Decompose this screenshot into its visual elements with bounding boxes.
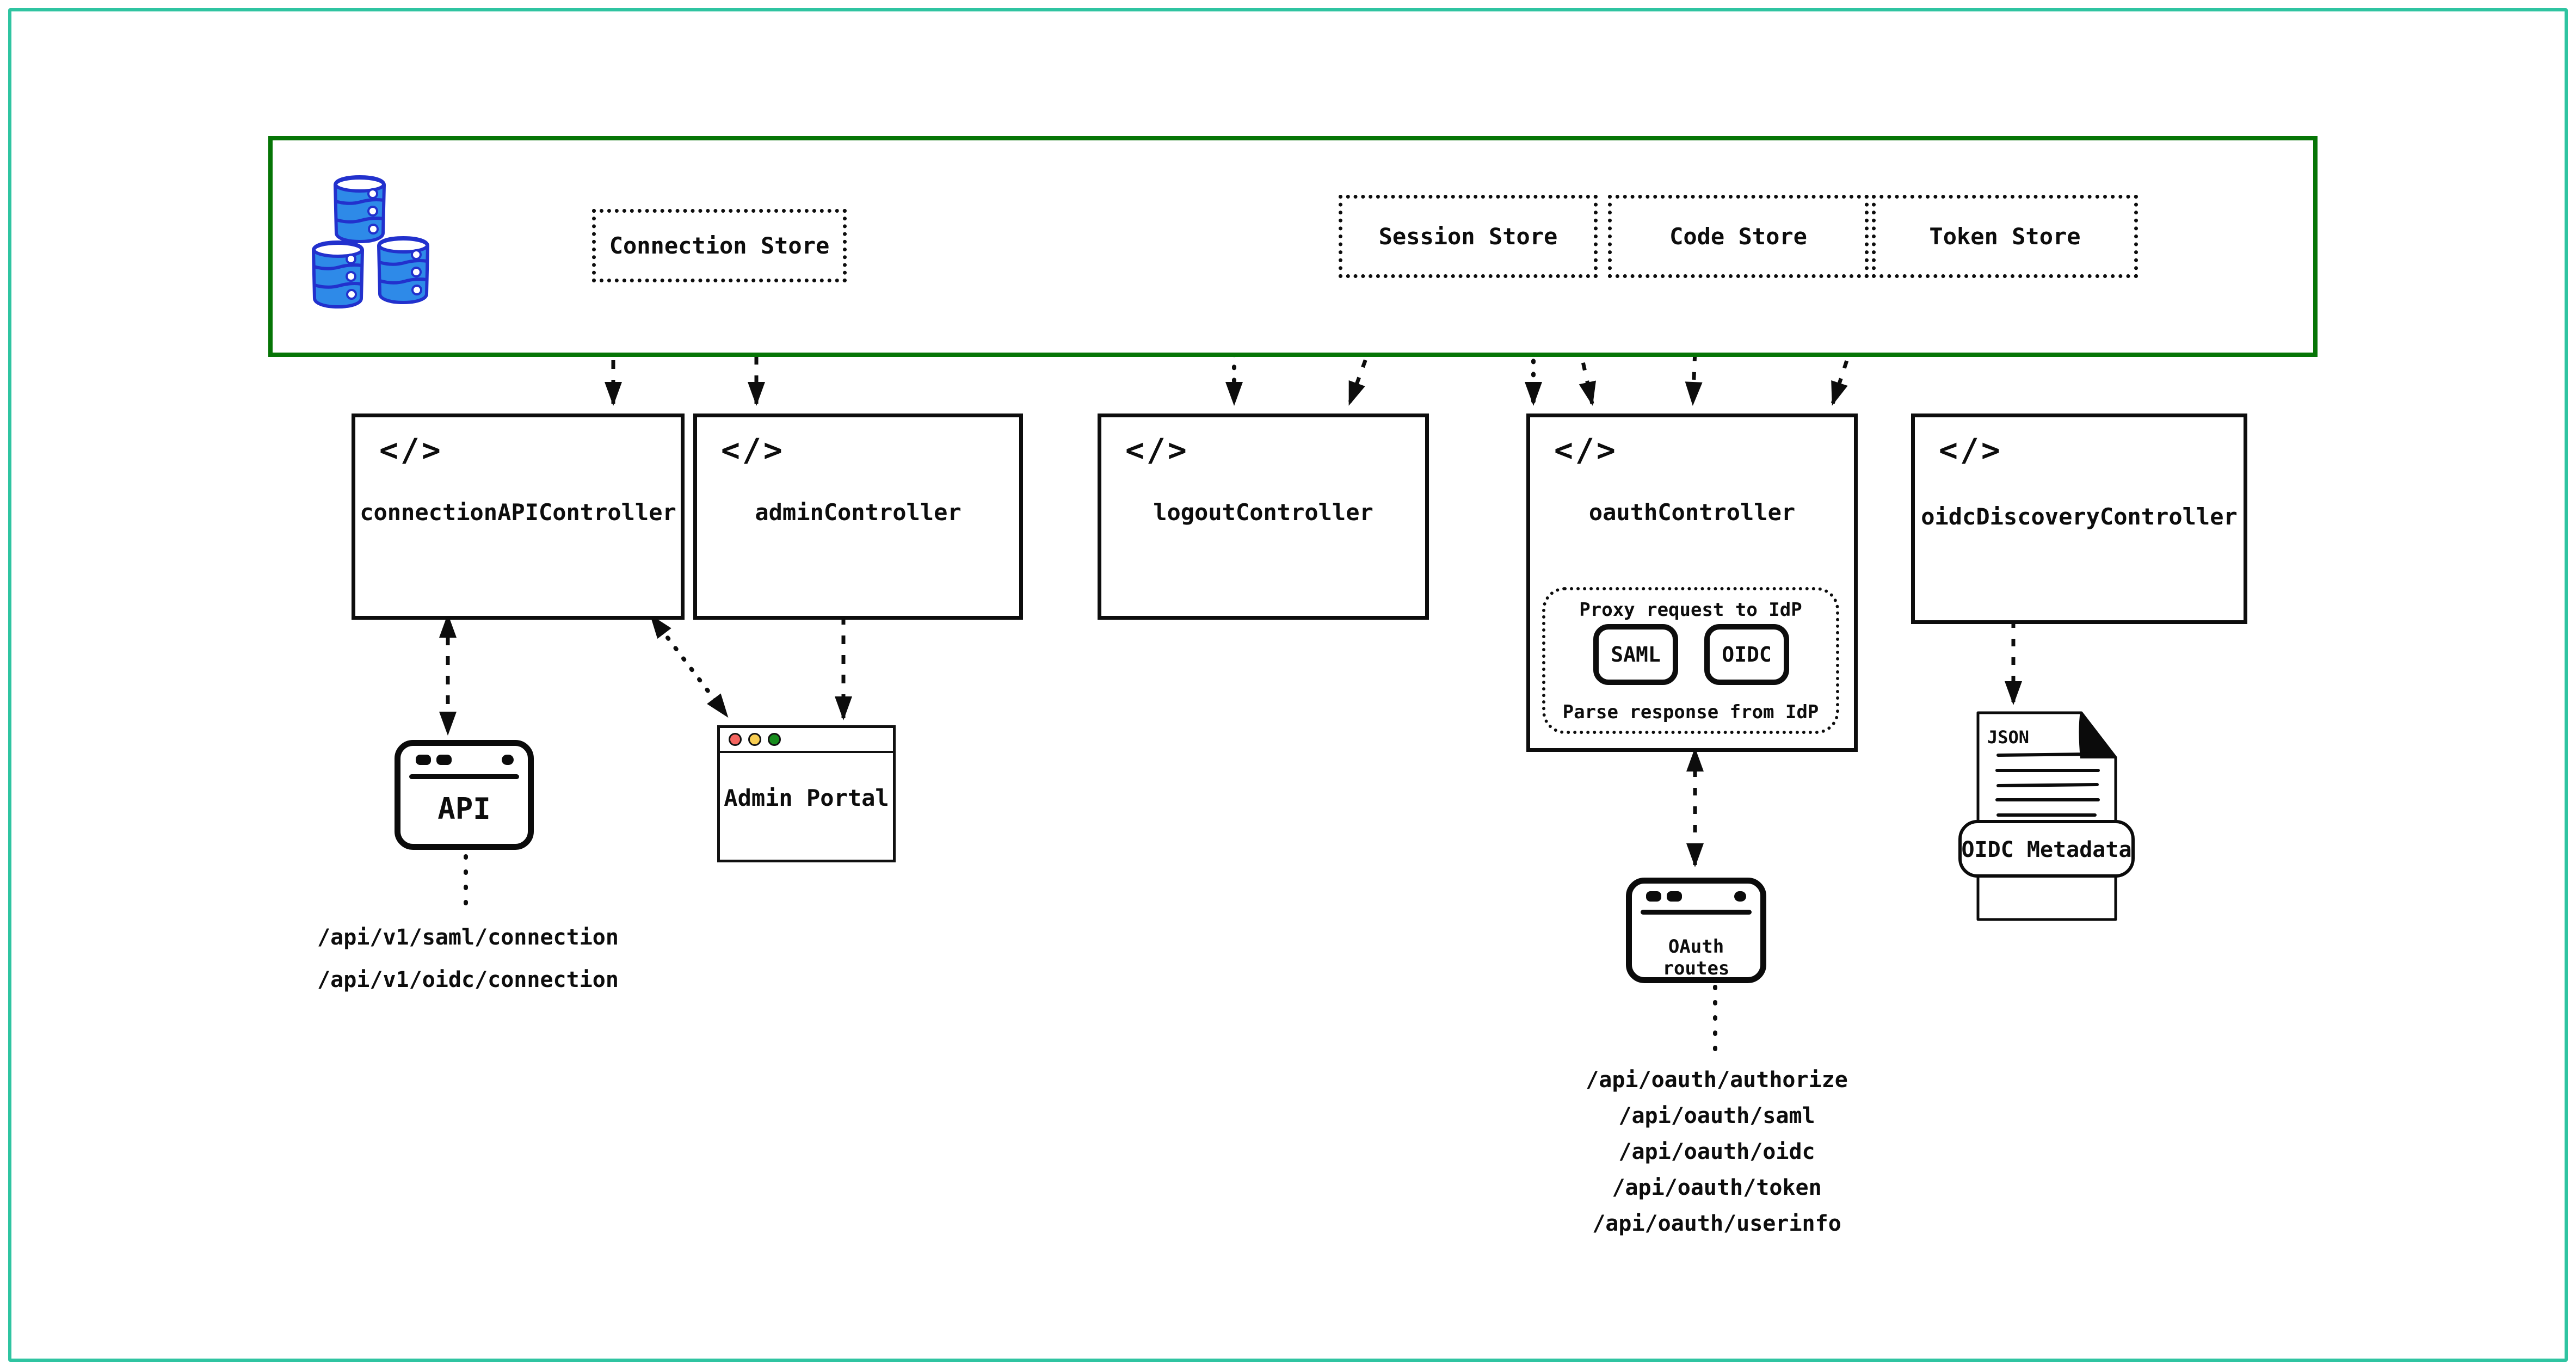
window-dot-icon [436,755,452,765]
window-bar-line [409,774,519,779]
oidc-discovery-controller-label: oidcDiscoveryController [1921,503,2238,530]
endpoint-oidc-connection: /api/v1/oidc/connection [317,967,619,992]
metadata-banner [1958,820,2135,878]
oauth-controller-box: </> oauthController Proxy request to IdP… [1526,414,1858,752]
saml-protocol-box: SAML [1593,624,1678,685]
oidc-metadata-document: JSON OIDC Metadata [1958,711,2135,921]
admin-portal-label: Admin Portal [724,785,889,811]
window-dot-icon [1667,891,1682,902]
code-icon: </> [379,431,443,468]
code-store-box: Code Store [1608,195,1869,278]
endpoint-oauth-saml: /api/oauth/saml [1618,1103,1815,1128]
connection-api-controller-label: connectionAPIController [360,499,676,526]
close-icon [729,733,742,746]
code-icon: </> [1554,431,1618,468]
parse-response-label: Parse response from IdP [1562,701,1819,723]
endpoint-oauth-token: /api/oauth/token [1612,1175,1822,1200]
api-client-icon: API [395,740,534,850]
window-dot-icon [1734,891,1746,902]
token-store-label: Token Store [1929,223,2081,250]
token-store-box: Token Store [1872,195,2138,278]
maximize-icon [768,733,781,746]
oidc-metadata-label: OIDC Metadata [1961,837,2131,862]
session-store-box: Session Store [1339,195,1598,278]
saml-label: SAML [1611,643,1661,667]
logout-controller-box: </> logoutController [1098,414,1429,620]
file-type-label: JSON [1987,727,2029,748]
window-bar-line [1641,910,1752,915]
oidc-protocol-box: OIDC [1704,624,1789,685]
connection-store-box: Connection Store [592,209,847,282]
session-store-label: Session Store [1378,223,1558,250]
oauth-routes-icon: OAuth routes [1626,878,1766,983]
window-titlebar [720,728,893,753]
endpoint-oauth-oidc: /api/oauth/oidc [1618,1139,1815,1164]
oidc-discovery-controller-box: </> oidcDiscoveryController [1911,414,2247,624]
document-text-lines [1995,752,2100,817]
window-dot-icon [502,755,514,765]
api-label: API [437,792,491,826]
code-icon: </> [1939,431,2002,468]
endpoint-oauth-userinfo: /api/oauth/userinfo [1592,1211,1841,1236]
oauth-controller-label: oauthController [1588,499,1796,526]
oidc-label: OIDC [1722,643,1772,667]
endpoint-saml-connection: /api/v1/saml/connection [317,925,619,950]
oauth-routes-label: OAuth routes [1662,936,1730,979]
idp-proxy-box: Proxy request to IdP SAML OIDC Parse res… [1542,587,1839,734]
admin-controller-box: </> adminController [693,414,1023,620]
window-dot-icon [416,755,431,765]
proxy-request-label: Proxy request to IdP [1579,599,1802,621]
connection-api-controller-box: </> connectionAPIController [352,414,685,620]
window-dot-icon [1646,891,1661,902]
outer-frame [8,8,2568,1362]
arrow-adminportal-connectionapi [650,614,729,718]
folded-corner-icon [2079,712,2116,758]
connection-store-label: Connection Store [609,232,830,259]
admin-controller-label: adminController [755,499,962,526]
logout-controller-label: logoutController [1153,499,1373,526]
code-store-label: Code Store [1669,223,1807,250]
endpoint-oauth-authorize: /api/oauth/authorize [1586,1067,1848,1093]
minimize-icon [748,733,761,746]
database-stack-icon [302,168,438,310]
code-icon: </> [721,431,785,468]
admin-portal-window: Admin Portal [717,725,896,862]
code-icon: </> [1125,431,1189,468]
arrow-oauth-connstore [855,268,1542,406]
